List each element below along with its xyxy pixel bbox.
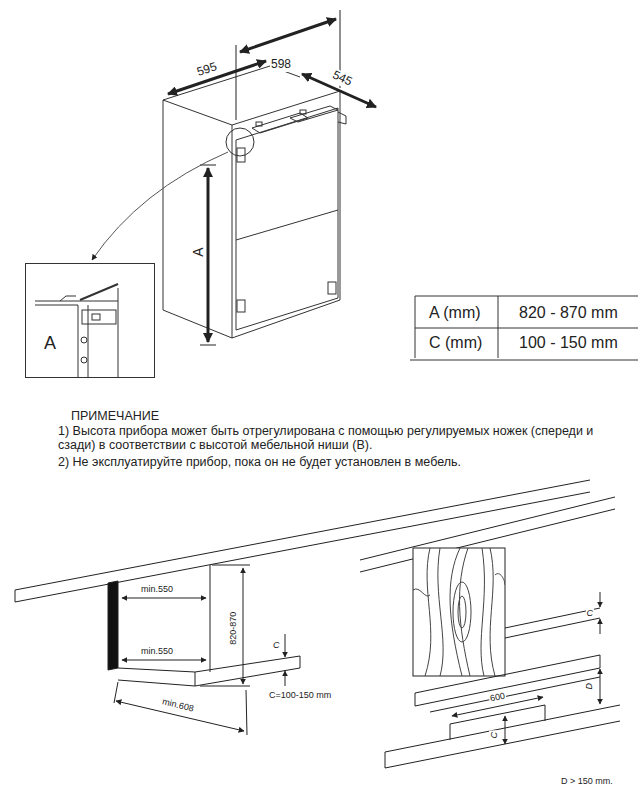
dimension-label: C bbox=[586, 608, 595, 618]
niche-drawing bbox=[15, 480, 590, 735]
spec-table-lines bbox=[410, 296, 638, 360]
dimension-label: min.608 bbox=[160, 696, 196, 714]
dimension-label: min.550 bbox=[140, 646, 174, 656]
note-text: 2) Не эксплуатируйте прибор, пока он не … bbox=[57, 455, 634, 469]
dimension-arrows bbox=[168, 19, 376, 342]
dimension-label: C bbox=[489, 731, 499, 740]
plinth-drawing bbox=[360, 497, 620, 768]
note-text: 1) Высота прибора может быть отрегулиров… bbox=[57, 424, 634, 453]
dimension-label: A bbox=[189, 246, 205, 257]
table-cell: A (mm) bbox=[428, 304, 482, 322]
dimension-note: D > 150 mm. bbox=[560, 776, 614, 786]
dimension-label: min.550 bbox=[140, 584, 174, 594]
dimension-label: D bbox=[584, 682, 594, 691]
niche-dimensions bbox=[116, 568, 285, 731]
node-text: A bbox=[44, 334, 56, 354]
extension-lines bbox=[200, 10, 340, 345]
table-cell: 100 - 150 mm bbox=[518, 334, 619, 352]
dimension-label: 598 bbox=[270, 58, 292, 72]
dimension-label: 820-870 bbox=[228, 611, 238, 646]
detail-pointer bbox=[92, 152, 228, 260]
inset-detail bbox=[35, 284, 118, 378]
note-heading: ПРИМЕЧАНИЕ bbox=[70, 409, 160, 423]
table-cell: 820 - 870 mm bbox=[518, 304, 619, 322]
appliance-figure bbox=[163, 66, 346, 338]
inset-box: A bbox=[25, 263, 155, 378]
table-cell: C (mm) bbox=[428, 334, 483, 352]
dimension-label: C=100-150 mm bbox=[268, 690, 332, 700]
plinth-dimensions bbox=[452, 592, 600, 744]
dimension-label: C bbox=[272, 640, 281, 650]
dimension-label: 600 bbox=[488, 690, 507, 704]
